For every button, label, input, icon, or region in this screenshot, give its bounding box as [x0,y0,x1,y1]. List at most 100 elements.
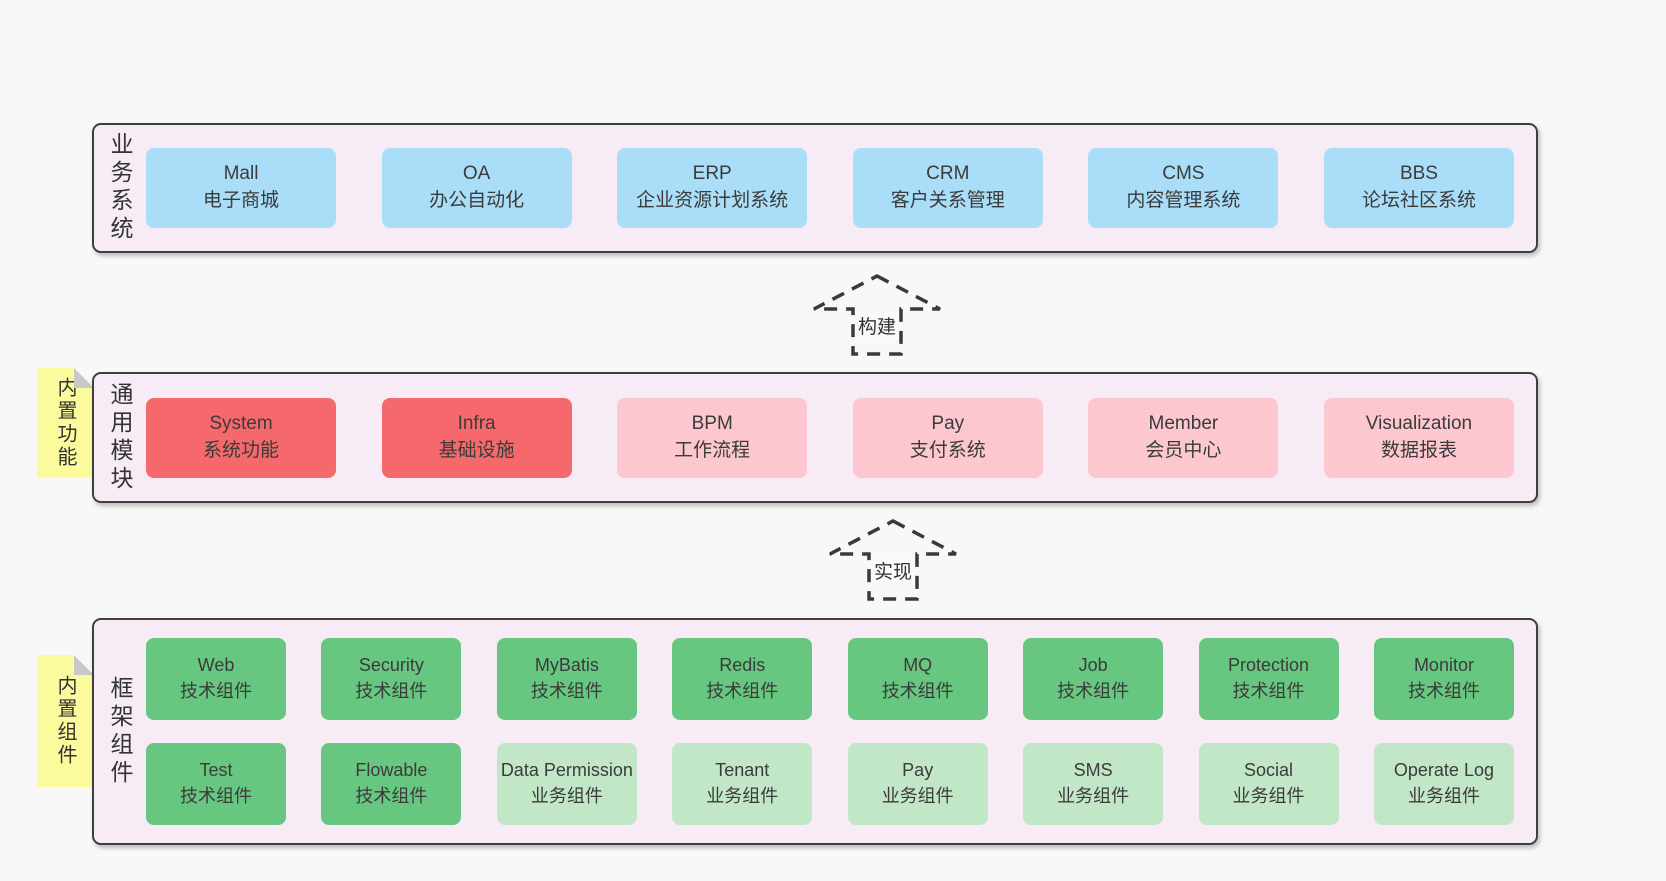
band-modules-content: System 系统功能 Infra 基础设施 BPM 工作流程 Pay 支付系统… [146,374,1536,501]
box-name: CRM [926,163,970,185]
box-desc: 技术组件 [1057,681,1130,701]
box-name: OA [462,163,491,185]
box-desc: 技术组件 [180,786,252,806]
box-name: Member [1148,412,1219,434]
box-name: Protection [1228,655,1310,676]
box-desc: 会员中心 [1145,439,1222,461]
box-infra: Infra 基础设施 [381,397,572,478]
box-name: Tenant [715,760,770,781]
box-desc: 工作流程 [674,439,751,461]
box-name: System [209,412,273,434]
box-desc: 内容管理系统 [1126,190,1241,211]
band-business-content: Mall 电子商城 OA 办公自动化 ERP 企业资源计划系统 CRM 客户关系… [146,125,1536,251]
box-name: Operate Log [1393,760,1494,781]
box-social: Social 业务组件 [1198,743,1339,825]
box-cms: CMS 内容管理系统 [1088,148,1279,228]
box-monitor: Monitor 技术组件 [1373,638,1514,720]
folded-corner-icon [74,655,94,675]
box-desc: 业务组件 [1232,786,1305,806]
box-desc: 电子商城 [202,190,279,211]
dashed-up-arrow-build: 构建 [811,273,943,357]
components-box-row-2: Test 技术组件 Flowable 技术组件 Data Permission … [146,743,1514,825]
box-erp: ERP 企业资源计划系统 [617,148,808,228]
band-label-business-systems: 业务系统 [94,125,146,251]
box-desc: 支付系统 [909,439,986,461]
box-desc: 客户关系管理 [890,190,1005,211]
arrow-implement-label: 实现 [870,556,916,584]
band-label-text: 通用模块 [107,381,133,494]
box-test: Test 技术组件 [146,743,286,825]
box-desc: 企业资源计划系统 [636,190,789,211]
business-box-row: Mall 电子商城 OA 办公自动化 ERP 企业资源计划系统 CRM 客户关系… [146,148,1514,228]
sticky-note-text: 内置功能 [54,377,76,469]
box-mq: MQ 技术组件 [847,638,988,720]
box-name: MQ [903,655,933,676]
band-common-modules: 通用模块 System 系统功能 Infra 基础设施 BPM 工作流程 Pay… [92,372,1538,503]
box-desc: 技术组件 [1232,681,1305,701]
band-label-common-modules: 通用模块 [94,374,146,501]
box-name: BPM [691,412,733,434]
box-desc: 办公自动化 [429,190,525,211]
up-arrow-icon [813,274,941,356]
box-desc: 业务组件 [706,786,779,806]
box-desc: 技术组件 [881,681,954,701]
box-desc: 技术组件 [355,681,428,701]
band-label-text: 业务系统 [107,132,133,244]
folded-corner-icon [74,368,94,388]
box-redis: Redis 技术组件 [672,638,813,720]
box-mall: Mall 电子商城 [146,148,336,228]
arrow-build-label: 构建 [854,311,900,339]
box-name: Monitor [1413,655,1474,676]
box-visualization: Visualization 数据报表 [1323,397,1514,478]
box-desc: 技术组件 [1407,681,1480,701]
box-oa: OA 办公自动化 [381,148,572,228]
box-name: SMS [1073,760,1113,781]
box-name: Test [199,760,233,781]
sticky-note-built-in-functions: 内置功能 [37,368,94,478]
box-data-permission: Data Permission 业务组件 [496,743,637,825]
box-crm: CRM 客户关系管理 [852,148,1043,228]
box-web: Web 技术组件 [146,638,286,720]
band-label-framework-components: 框架组件 [94,620,146,843]
band-framework-components: 框架组件 Web 技术组件 Security 技术组件 MyBatis 技术组件… [92,618,1538,845]
band-components-content: Web 技术组件 Security 技术组件 MyBatis 技术组件 Redi… [146,620,1536,843]
box-name: Social [1244,760,1294,781]
box-desc: 论坛社区系统 [1361,190,1476,211]
box-pay-system: Pay 支付系统 [852,397,1043,478]
box-bbs: BBS 论坛社区系统 [1323,148,1514,228]
box-name: Flowable [355,760,428,781]
box-name: ERP [692,163,732,185]
box-name: Visualization [1365,412,1473,434]
box-sms: SMS 业务组件 [1023,743,1164,825]
box-desc: 系统功能 [202,439,279,461]
box-name: MyBatis [534,655,599,676]
box-desc: 业务组件 [881,786,954,806]
box-name: Security [358,655,424,676]
box-name: Pay [931,412,965,434]
box-name: BBS [1399,163,1438,185]
box-bpm: BPM 工作流程 [617,397,808,478]
box-desc: 业务组件 [1407,786,1480,806]
box-desc: 技术组件 [180,681,252,701]
box-protection: Protection 技术组件 [1198,638,1339,720]
box-mybatis: MyBatis 技术组件 [496,638,637,720]
band-label-text: 框架组件 [107,675,133,788]
box-name: Job [1078,655,1108,676]
sticky-note-text: 内置组件 [54,675,76,767]
box-desc: 业务组件 [530,786,603,806]
band-business-systems: 业务系统 Mall 电子商城 OA 办公自动化 ERP 企业资源计划系统 CRM… [92,123,1538,253]
box-name: Redis [719,655,766,676]
box-desc: 技术组件 [530,681,603,701]
box-desc: 数据报表 [1380,439,1457,461]
box-desc: 业务组件 [1057,786,1130,806]
box-name: Data Permission [500,760,633,781]
box-member: Member 会员中心 [1088,397,1279,478]
box-name: Web [197,655,235,676]
box-name: Infra [457,412,496,434]
box-operate-log: Operate Log 业务组件 [1373,743,1514,825]
modules-box-row: System 系统功能 Infra 基础设施 BPM 工作流程 Pay 支付系统… [146,397,1514,478]
sticky-note-built-in-components: 内置组件 [37,655,94,787]
box-desc: 技术组件 [355,786,428,806]
box-tenant: Tenant 业务组件 [672,743,813,825]
up-arrow-icon [829,519,957,601]
